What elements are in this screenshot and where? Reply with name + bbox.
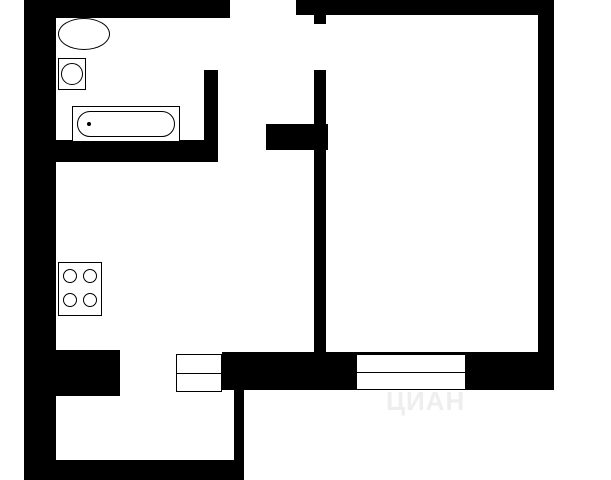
wall-top-left [24,0,230,18]
window-living-room [356,354,466,390]
toilet-icon [58,58,86,90]
drain-icon [87,122,91,126]
wall-closet-stub [266,124,328,150]
wall-kitchen-balcony [24,350,120,396]
burner-icon [83,269,97,283]
burner-icon [63,293,77,307]
wall-right-outer [538,0,554,390]
wall-living-left-top [314,0,326,24]
watermark: ЦИАН [386,386,466,416]
burner-icon [83,293,97,307]
window-kitchen [176,354,222,392]
sink-icon [58,18,110,50]
wall-living-left [314,70,326,356]
stove-icon [58,262,102,316]
wall-bathroom-right [204,70,218,162]
wall-bathroom-divider [56,140,218,162]
burner-icon [63,269,77,283]
wall-balcony-right [234,390,244,480]
wall-left-outer [24,0,56,480]
wall-bathroom-right-top [204,0,218,18]
bathtub-icon [72,106,180,142]
wall-bottom-left [24,460,242,480]
wall-top-right [296,0,554,15]
